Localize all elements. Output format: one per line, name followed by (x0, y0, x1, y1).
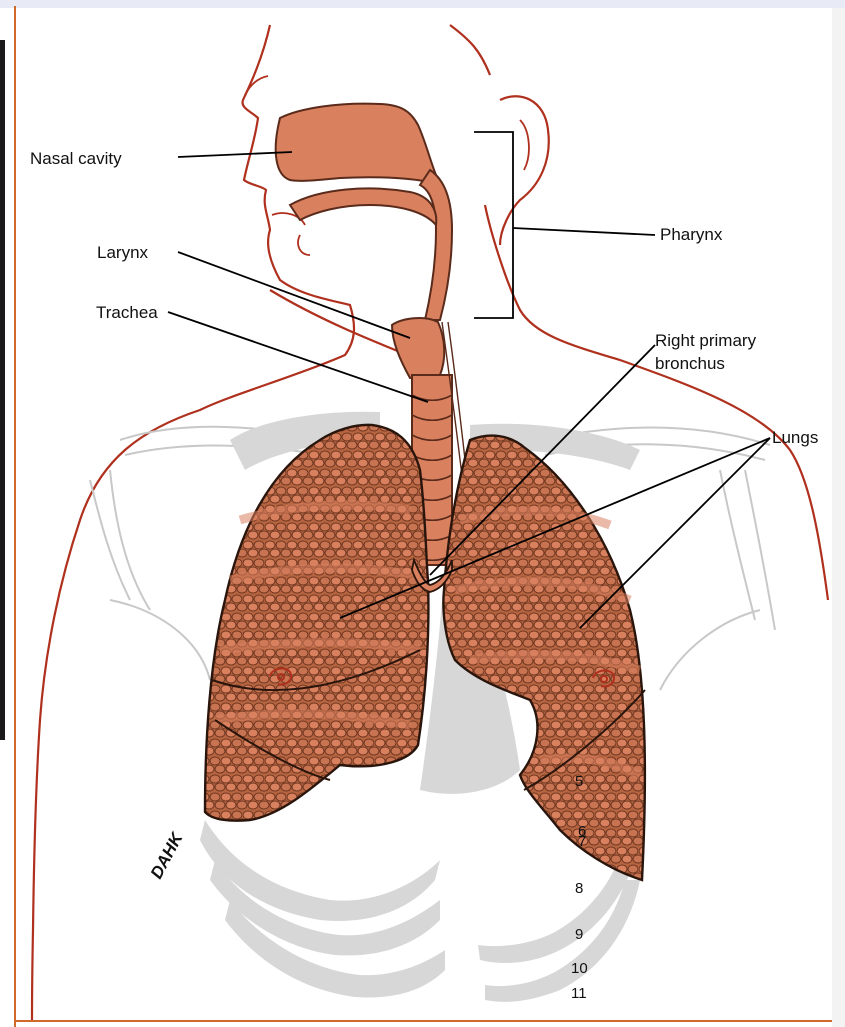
label-right-primary-bronchus-line1: Right primary (655, 331, 757, 350)
label-larynx: Larynx (97, 243, 149, 262)
rib-number-5: 5 (575, 773, 583, 790)
rib-number-10: 10 (571, 960, 588, 977)
label-lungs: Lungs (772, 428, 818, 447)
right-page-edge (832, 8, 845, 1027)
label-right-primary-bronchus-line2: bronchus (655, 354, 725, 373)
label-nasal-cavity: Nasal cavity (30, 149, 122, 168)
rib-number-7: 7 (578, 833, 586, 850)
rib-number-8: 8 (575, 880, 583, 897)
left-frame-line (14, 6, 16, 1027)
label-trachea: Trachea (96, 303, 158, 322)
bottom-frame-line (14, 1020, 845, 1022)
rib-number-9: 9 (575, 926, 583, 943)
top-frame-band (0, 0, 845, 8)
label-pharynx: Pharynx (660, 225, 723, 244)
left-dark-edge (0, 40, 5, 740)
rib-number-11: 11 (571, 985, 587, 1002)
